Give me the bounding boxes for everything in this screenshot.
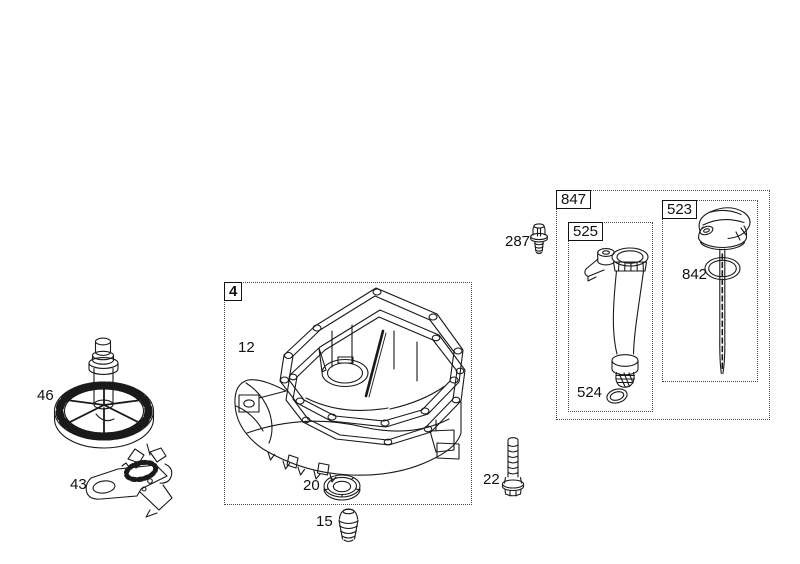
part-label-15: 15 [316, 513, 333, 530]
governor-assembly-drawing [85, 443, 173, 518]
group-box-sump-label: 4 [224, 282, 243, 301]
part-label-842: 842 [682, 266, 708, 283]
part-label-287: 287 [505, 233, 531, 250]
dipstick-blade-drawing [719, 248, 726, 375]
camshaft-gear-drawing [53, 337, 155, 449]
part-label-46: 46 [37, 387, 54, 404]
part-label-20: 20 [303, 477, 320, 494]
group-box-dipstick-assembly: 847 [556, 190, 770, 420]
part-label-12: 12 [238, 339, 255, 356]
oring-524-drawing [606, 388, 628, 404]
dipstick-cap-drawing [697, 207, 751, 251]
screw-287-drawing [530, 223, 548, 255]
group-box-oil-fill-tube-label: 525 [568, 222, 604, 241]
sump-and-gasket-drawing [234, 287, 466, 483]
group-box-dipstick-assembly-label: 847 [556, 190, 592, 209]
part-label-43: 43 [70, 476, 87, 493]
part-label-524: 524 [577, 384, 603, 401]
bolt-22-drawing [501, 437, 525, 497]
group-box-oil-fill-tube: 525 [568, 222, 653, 412]
oil-seal-drawing [323, 474, 361, 501]
group-box-dipstick-cap-label: 523 [662, 200, 698, 219]
group-box-sump: 4 [224, 282, 472, 505]
part-label-22: 22 [483, 471, 500, 488]
drain-plug-drawing [338, 508, 359, 543]
oring-842-drawing [704, 256, 741, 281]
oil-fill-tube-drawing [584, 247, 649, 388]
group-box-dipstick-cap: 523 [662, 200, 758, 382]
